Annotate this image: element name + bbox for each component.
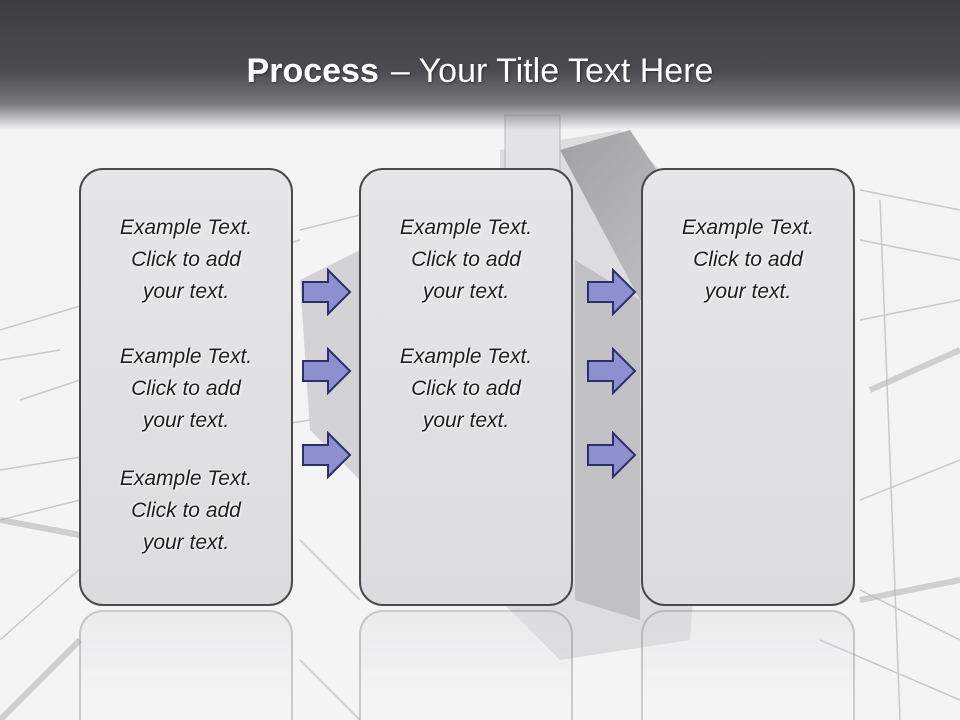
process-box-1[interactable]: Example Text. Click to add your text. Ex… [79, 168, 293, 606]
text-line: Click to add [131, 248, 241, 271]
text-line: Example Text. [119, 467, 253, 490]
title-rest: – Your Title Text Here [390, 52, 714, 90]
text-line: your text. [142, 409, 230, 432]
process-box-2[interactable]: Example Text. Click to add your text. Ex… [359, 168, 573, 606]
right-arrow-icon[interactable] [587, 431, 637, 479]
text-line: Example Text. [399, 345, 533, 368]
box-reflection [641, 610, 855, 720]
text-line: Click to add [411, 377, 521, 400]
box-reflection [79, 610, 293, 720]
text-line: your text. [704, 280, 792, 303]
right-arrow-icon[interactable] [302, 431, 352, 479]
text-block[interactable]: Example Text. Click to add your text. [361, 212, 571, 308]
text-line: Click to add [693, 248, 803, 271]
title-bar [0, 0, 960, 130]
text-line: Example Text. [119, 345, 253, 368]
right-arrow-icon[interactable] [302, 268, 352, 316]
right-arrow-icon[interactable] [302, 347, 352, 395]
text-block[interactable]: Example Text. Click to add your text. [361, 341, 571, 437]
right-arrow-icon[interactable] [587, 347, 637, 395]
box-reflection [359, 610, 573, 720]
title-bold: Process [246, 52, 379, 90]
text-block[interactable]: Example Text. Click to add your text. [81, 463, 291, 559]
text-block[interactable]: Example Text. Click to add your text. [643, 212, 853, 308]
text-line: Click to add [411, 248, 521, 271]
text-block[interactable]: Example Text. Click to add your text. [81, 212, 291, 308]
text-line: your text. [142, 531, 230, 554]
process-box-3[interactable]: Example Text. Click to add your text. [641, 168, 855, 606]
right-arrow-icon[interactable] [587, 268, 637, 316]
text-line: your text. [422, 280, 510, 303]
text-line: your text. [422, 409, 510, 432]
text-line: Example Text. [119, 216, 253, 239]
text-line: Click to add [131, 377, 241, 400]
text-line: Example Text. [399, 216, 533, 239]
text-block[interactable]: Example Text. Click to add your text. [81, 341, 291, 437]
slide-title[interactable]: Process – Your Title Text Here [0, 52, 960, 91]
text-line: Click to add [131, 499, 241, 522]
text-line: your text. [142, 280, 230, 303]
text-line: Example Text. [681, 216, 815, 239]
